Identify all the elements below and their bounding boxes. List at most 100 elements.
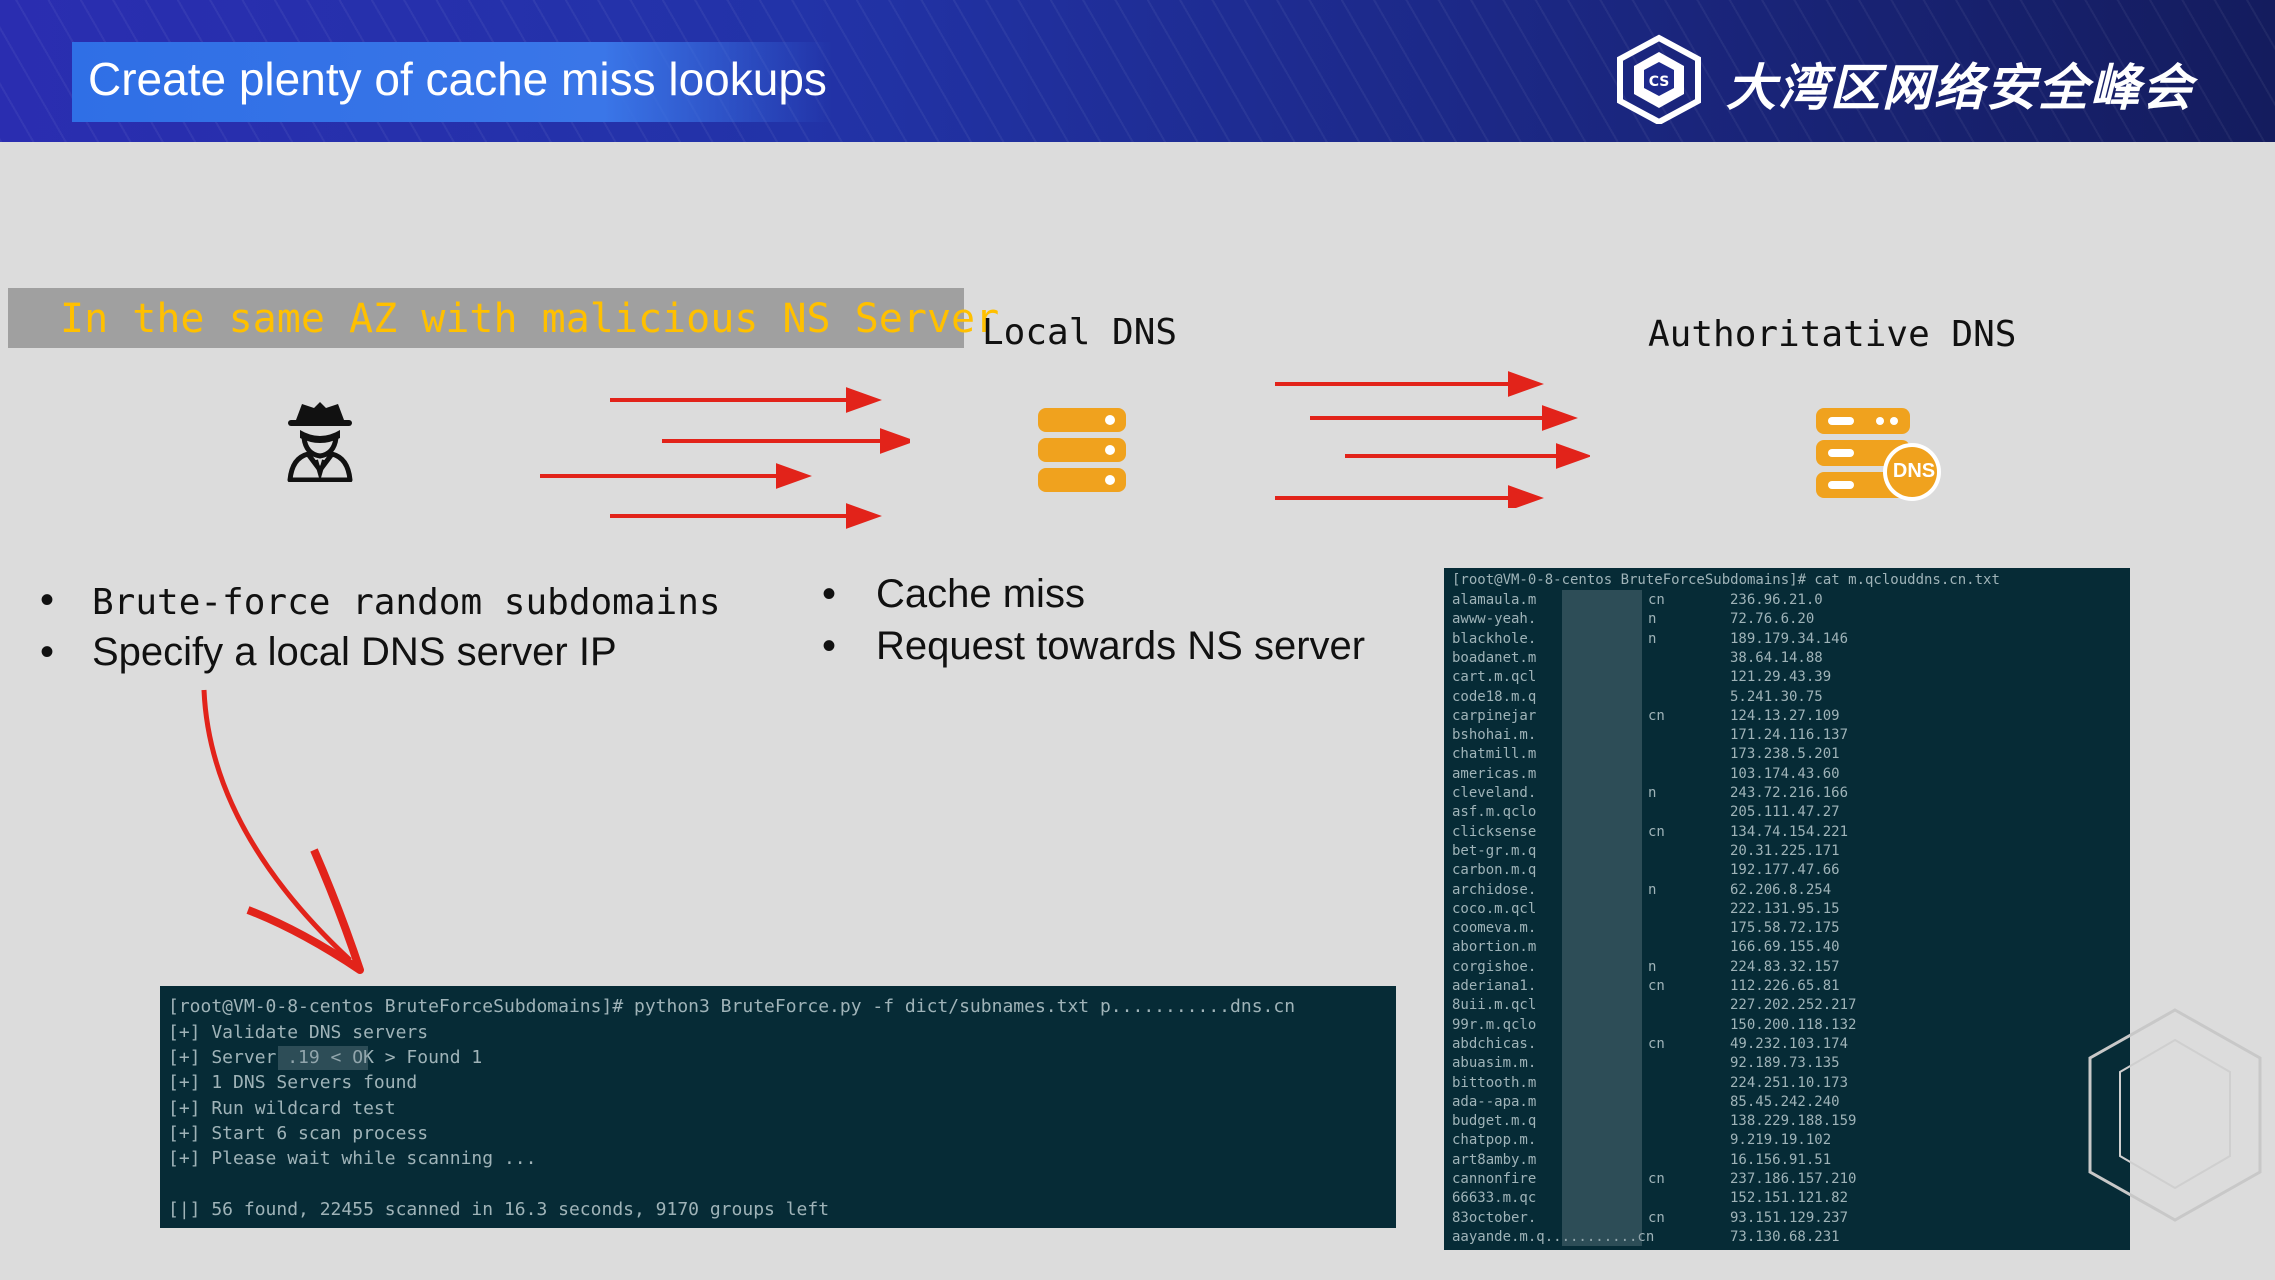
subdomain-name: abortion.m (1452, 939, 1537, 956)
ip-address: 152.151.121.82 (1730, 1190, 1849, 1207)
subdomain-tail: cn (1648, 1035, 1665, 1052)
ip-address: 173.238.5.201 (1730, 746, 1840, 763)
terminal-line: [+] Run wildcard test (168, 1098, 396, 1119)
table-row: chatpop.m. 9.219.19.102 (1452, 1132, 1831, 1151)
ip-address: 205.111.47.27 (1730, 804, 1840, 821)
local-dns-label: Local DNS (982, 312, 1178, 353)
authoritative-dns-server-icon (1816, 408, 1941, 501)
subdomain-name: 83october. (1452, 1209, 1537, 1226)
table-row: alamaula.m cn 236.96.21.0 (1452, 592, 1823, 611)
bullet-dot: • (822, 624, 837, 668)
bullet-text: Specify a local DNS server IP (92, 630, 617, 674)
ip-address: 134.74.154.221 (1730, 823, 1849, 840)
subdomain-name: coomeva.m. (1452, 920, 1537, 937)
request-arrows-to-local (540, 387, 910, 529)
subdomain-tail: cn (1648, 1171, 1665, 1187)
ip-address: 5.241.30.75 (1730, 688, 1823, 705)
subdomain-name: aderiana1. (1452, 978, 1537, 994)
table-row: bshohai.m.171.24.116.137 (1452, 727, 1848, 746)
bullet-dot: • (822, 572, 837, 616)
subdomain-name: art8amby.m (1452, 1151, 1537, 1168)
results-terminal: [root@VM-0-8-centos BruteForceSubdomains… (1444, 568, 2130, 1250)
subdomain-name: awww-yeah. (1452, 611, 1537, 628)
table-row: blackhole. n 189.179.34.146 (1452, 630, 1848, 650)
ip-address: 121.29.43.39 (1730, 669, 1832, 686)
ip-address: 9.219.19.102 (1730, 1132, 1832, 1149)
subdomain-name: alamaula.m (1452, 592, 1537, 608)
subdomain-name: 99r.m.qclo (1452, 1016, 1537, 1033)
ip-address: 224.83.32.157 (1730, 958, 1840, 975)
redacted-block (1562, 590, 1642, 1246)
subdomain-name: cleveland. (1452, 785, 1537, 801)
subdomain-tail: cn (1648, 1209, 1665, 1226)
ip-address: 16.156.91.51 (1730, 1151, 1832, 1168)
curved-red-arrow (201, 689, 364, 974)
table-row: corgishoe. n 224.83.32.157 (1452, 958, 1840, 978)
subdomain-name: code18.m.q (1452, 688, 1537, 705)
ip-address: 38.64.14.88 (1730, 649, 1823, 666)
subdomain-name: chatpop.m. (1452, 1132, 1537, 1149)
list-item: • Request towards NS server (822, 624, 1442, 676)
subdomain-name: cart.m.qcl (1452, 669, 1537, 686)
table-row: art8amby.m 16.156.91.51 (1452, 1151, 1831, 1171)
ip-address: 236.96.21.0 (1730, 592, 1823, 608)
terminal-line: [|] 56 found, 22455 scanned in 16.3 seco… (168, 1199, 830, 1220)
ip-address: 175.58.72.175 (1730, 920, 1840, 937)
subdomain-name: 66633.m.qc (1452, 1190, 1537, 1207)
ip-address: 85.45.242.240 (1730, 1093, 1840, 1110)
terminal-command: [root@VM-0-8-centos BruteForceSubdomains… (1452, 572, 2000, 588)
table-row: cart.m.qcl 121.29.43.39 (1452, 669, 1831, 688)
bullet-dot: • (40, 630, 55, 674)
ip-address: 166.69.155.40 (1730, 939, 1840, 956)
ip-address: 62.206.8.254 (1730, 881, 1832, 898)
subdomain-name: budget.m.q (1452, 1113, 1537, 1130)
subdomain-tail: n (1648, 881, 1657, 898)
subdomain-tail: cn (1648, 823, 1665, 840)
terminal-line: [+] Start 6 scan process (168, 1123, 429, 1144)
list-item: • Cache miss (822, 572, 1442, 624)
subdomain-tail: cn (1648, 592, 1665, 608)
subdomain-name: 8uii.m.qcl (1452, 997, 1537, 1014)
bruteforce-terminal: [root@VM-0-8-centos BruteForceSubdomains… (160, 986, 1396, 1228)
redacted-block (278, 1046, 368, 1070)
subdomain-name: bittooth.m (1452, 1074, 1537, 1091)
ip-address: 92.189.73.135 (1730, 1055, 1840, 1072)
subdomain-tail: n (1648, 785, 1657, 801)
subdomain-name: carpinejar (1452, 707, 1537, 724)
subdomain-name: corgishoe. (1452, 958, 1537, 975)
terminal-line: [+] Server .19 < OK > Found 1 (168, 1047, 483, 1068)
terminal-line: [+] Validate DNS servers (168, 1022, 429, 1043)
list-item: • Brute-force random subdomains (40, 578, 740, 630)
subdomain-tail: cn (1648, 707, 1665, 724)
subdomain-tail: cn (1648, 978, 1665, 994)
bullet-text: Request towards NS server (876, 624, 1366, 668)
local-dns-bullet-list: • Cache miss • Request towards NS server (822, 572, 1442, 676)
table-row: abuasim.m.92.189.73.135 (1452, 1055, 1840, 1074)
local-dns-server-icon (1038, 408, 1126, 492)
ip-address: 189.179.34.146 (1730, 630, 1849, 647)
subdomain-name: blackhole. (1452, 630, 1537, 647)
subdomain-name: asf.m.qclo (1452, 804, 1537, 821)
subdomain-tail: n (1648, 630, 1657, 647)
bcs-hex-logo-icon: CS (1617, 34, 1701, 124)
table-row: coomeva.m. 175.58.72.175 (1452, 920, 1840, 939)
terminal-line: [+] Please wait while scanning ... (168, 1148, 537, 1169)
slide-title: Create plenty of cache miss lookups (88, 53, 827, 105)
ip-address: 171.24.116.137 (1730, 727, 1849, 744)
ip-address: 103.174.43.60 (1730, 765, 1840, 782)
subdomain-tail: n (1648, 958, 1657, 975)
ip-address: 124.13.27.109 (1730, 707, 1840, 724)
hacker-spy-icon (287, 402, 353, 482)
table-row: asf.m.qclo 205.111.47.27 (1452, 804, 1840, 823)
terminal-line: [root@VM-0-8-centos BruteForceSubdomains… (168, 996, 1296, 1017)
